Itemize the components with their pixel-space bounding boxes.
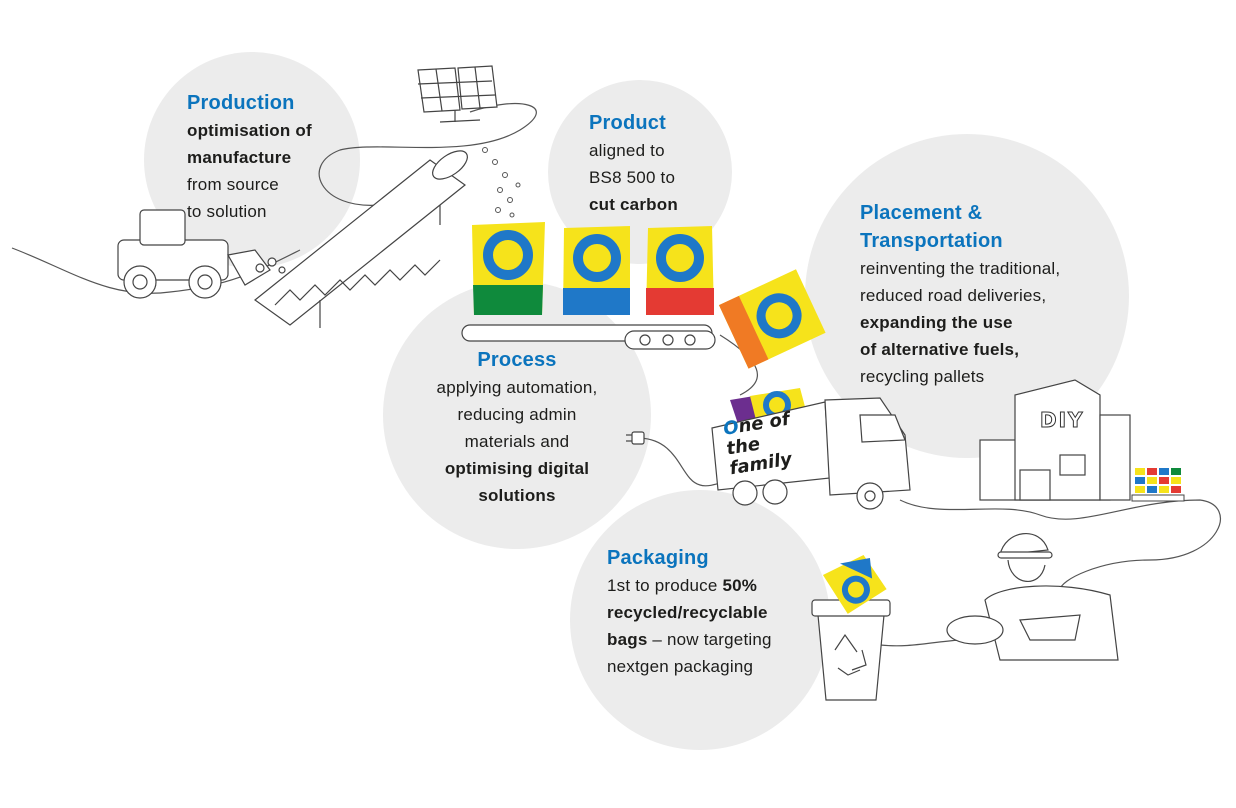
placement-line-2: reduced road deliveries,: [860, 286, 1047, 305]
pallet-icon: [1131, 468, 1185, 502]
bag-icon: [472, 222, 545, 315]
conveyor-icon: [254, 150, 468, 328]
recycle-bin-icon: [811, 599, 891, 701]
production-line-1: optimisation of: [187, 121, 312, 140]
product-panel: Product aligned to BS8 500 to cut carbon: [589, 109, 678, 218]
process-line-3: materials and: [464, 432, 570, 451]
production-line-3: from source: [187, 175, 279, 194]
placement-title-2: Transportation: [860, 230, 1003, 252]
packaging-line-4: nextgen packaging: [607, 657, 754, 676]
placement-line-3: expanding the use: [860, 313, 1013, 332]
bag-icon: [718, 269, 826, 369]
store-sign: DIY: [1040, 408, 1085, 433]
production-title: Production: [187, 92, 295, 114]
bag-icon: [822, 554, 887, 614]
packaging-line-2: recycled/recyclable: [607, 603, 768, 622]
placement-circle: [805, 134, 1129, 458]
bag-icon: [646, 226, 714, 315]
production-line-4: to solution: [187, 202, 267, 221]
packaging-title: Packaging: [607, 547, 709, 569]
packaging-line-1: 1st to produce 50%: [607, 572, 772, 599]
product-line-1: aligned to: [589, 141, 665, 160]
process-panel: Process applying automation, reducing ad…: [402, 346, 632, 509]
placement-panel: Placement & Transportation reinventing t…: [860, 199, 1060, 390]
placement-line-4: of alternative fuels,: [860, 340, 1020, 359]
production-line-2: manufacture: [187, 148, 292, 167]
process-title: Process: [477, 349, 557, 371]
process-line-5: solutions: [478, 486, 556, 505]
product-line-2: BS8 500 to: [589, 168, 676, 187]
worker-icon: [946, 533, 1119, 661]
flow-line: [11, 102, 1221, 647]
bag-icon: [563, 226, 630, 315]
truck-icon: [711, 388, 911, 510]
excavator-icon: [117, 209, 286, 299]
placement-title-1: Placement &: [860, 202, 983, 224]
production-circle: [144, 52, 360, 268]
sand-particles: [482, 147, 521, 218]
product-circle: [548, 80, 732, 264]
process-circle: [383, 281, 651, 549]
process-line-4: optimising digital: [444, 459, 590, 478]
process-line-2: reducing admin: [457, 405, 577, 424]
solar-panel-icon: [417, 65, 498, 123]
belt-icon: [461, 324, 716, 350]
product-title: Product: [589, 112, 666, 134]
packaging-panel: Packaging 1st to produce 50% recycled/re…: [607, 544, 772, 680]
packaging-line-3a: bags: [607, 630, 648, 649]
packaging-line-3b: – now targeting: [647, 630, 772, 649]
process-line-1: applying automation,: [436, 378, 598, 397]
packaging-line-1a: 1st to produce: [607, 576, 723, 595]
store-icon: [979, 379, 1131, 501]
packaging-line-1b: 50%: [722, 576, 758, 595]
placement-line-5: recycling pallets: [860, 367, 985, 386]
plug-icon: [626, 431, 645, 445]
product-line-3: cut carbon: [589, 195, 678, 214]
packaging-line-3: bags – now targeting: [607, 626, 772, 653]
production-panel: Production optimisation of manufacture f…: [187, 89, 312, 225]
placement-line-1: reinventing the traditional,: [860, 259, 1061, 278]
packaging-circle: [570, 490, 830, 750]
